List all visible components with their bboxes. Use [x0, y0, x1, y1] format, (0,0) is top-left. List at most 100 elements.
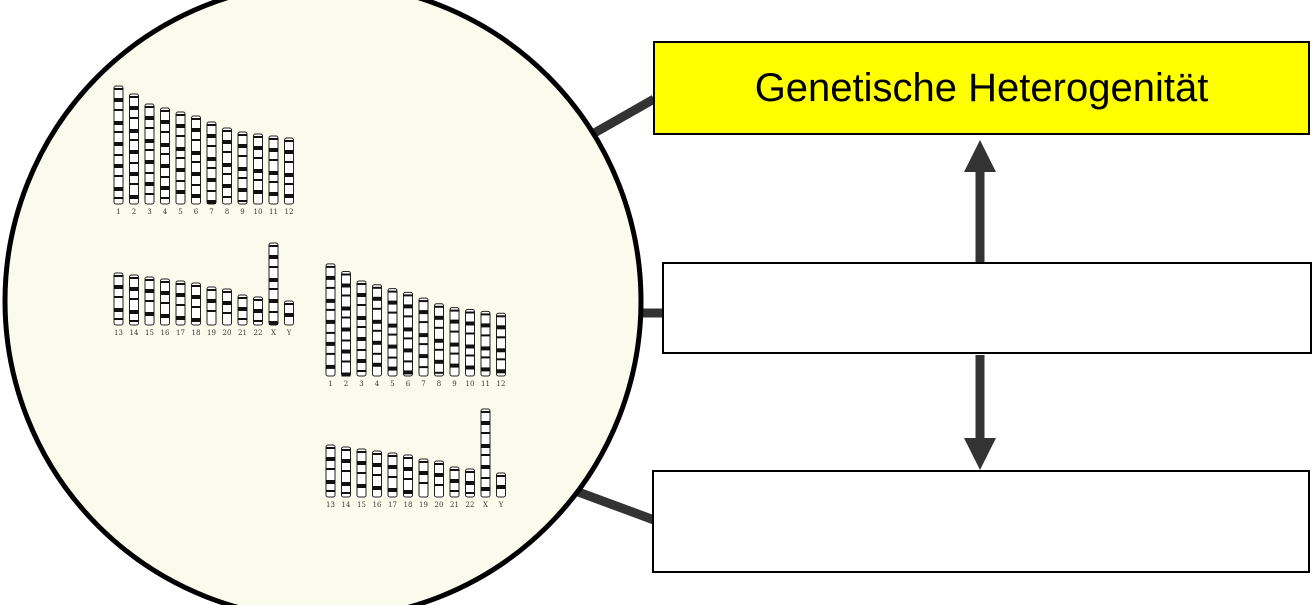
chromosome-number: 8	[225, 208, 229, 216]
chromosome-number: 11	[481, 380, 490, 388]
chromosome-number: 15	[357, 501, 366, 509]
chromosome	[253, 296, 263, 326]
chromosome-number: 7	[209, 208, 213, 216]
chromosome-number: 16	[161, 329, 170, 337]
chromosome-number: 19	[419, 501, 428, 509]
chromosome	[356, 280, 367, 377]
chromosome	[160, 107, 170, 205]
chromosome	[175, 111, 186, 205]
chromosome	[325, 263, 336, 377]
chromosome-number: 16	[373, 501, 382, 509]
box-heterogeneity	[653, 41, 1310, 135]
chromosome	[113, 85, 124, 205]
chromosome	[129, 274, 139, 326]
chromosome-number: 7	[421, 380, 425, 388]
chromosome-number: 18	[192, 329, 201, 337]
chromosome-number: 17	[176, 329, 185, 337]
chromosome-number: 21	[238, 329, 247, 337]
chromosome	[284, 137, 294, 205]
chromosome-number: 5	[178, 208, 182, 216]
chromosome-number: 1	[116, 208, 120, 216]
chromosome	[144, 276, 155, 326]
chromosome	[129, 93, 139, 205]
chromosome-number: 21	[450, 501, 459, 509]
chromosome	[160, 278, 170, 326]
chromosome	[237, 294, 248, 326]
chromosome-number: 1	[328, 380, 332, 388]
chromosome	[268, 242, 279, 326]
chromosome	[175, 280, 186, 326]
chromosome-number: 17	[388, 501, 397, 509]
chromosome-number: X	[483, 501, 488, 509]
arrow-up	[964, 140, 996, 262]
chromosome-number: 11	[269, 208, 278, 216]
chromosome	[268, 135, 279, 205]
chromosome	[387, 288, 398, 377]
chromosome-number: 20	[223, 329, 232, 337]
arrow-down	[964, 355, 996, 470]
chromosome	[449, 466, 460, 498]
chromosome	[113, 272, 124, 326]
chromosome-number: 12	[497, 380, 506, 388]
chromosome	[434, 460, 444, 498]
chromosome	[449, 307, 460, 377]
chromosome	[465, 309, 475, 377]
chromosome-number: 13	[114, 329, 123, 337]
box-empty-middle	[662, 262, 1312, 354]
chromosome-number: 5	[390, 380, 394, 388]
karyotype-circle	[2, 0, 644, 605]
chromosome	[465, 468, 475, 498]
chromosome-number: 4	[375, 380, 380, 388]
chromosome-number: 14	[342, 501, 351, 509]
chromosome	[403, 454, 413, 498]
chromosome	[191, 282, 201, 326]
chromosome-number: 10	[466, 380, 475, 388]
chromosome	[341, 446, 351, 498]
chromosome	[418, 458, 429, 498]
box-empty-bottom	[652, 470, 1310, 573]
chromosome-number: 3	[147, 208, 151, 216]
chromosome	[372, 284, 382, 377]
chromosome-number: 9	[240, 208, 244, 216]
chromosome-number: 12	[285, 208, 294, 216]
chromosome	[418, 297, 429, 377]
chromosome-number: Y	[286, 329, 292, 337]
chromosome	[253, 133, 263, 205]
chromosome-number: 19	[207, 329, 216, 337]
chromosome	[206, 286, 217, 326]
chromosome-number: 15	[145, 329, 154, 337]
chromosome-number: 10	[254, 208, 263, 216]
chromosome-number: 6	[406, 380, 411, 388]
chromosome	[480, 408, 491, 498]
chromosome-number: 13	[326, 501, 335, 509]
chromosome	[480, 310, 491, 377]
chromosome	[284, 300, 294, 326]
chromosome-number: 3	[359, 380, 363, 388]
chromosome-number: 2	[344, 380, 348, 388]
chromosome	[237, 131, 248, 205]
chromosome-number: 22	[254, 329, 263, 337]
chromosome-number: 4	[163, 208, 168, 216]
chromosome	[372, 450, 382, 498]
chromosome	[403, 291, 413, 377]
chromosome-number: 22	[466, 501, 475, 509]
chromosome-number: X	[271, 329, 276, 337]
chromosome	[387, 452, 398, 498]
chromosome-number: 18	[404, 501, 413, 509]
chromosome	[356, 448, 367, 498]
chromosome-number: 20	[435, 501, 444, 509]
chromosome	[191, 115, 201, 205]
chromosome-number: 9	[452, 380, 456, 388]
chromosome-number: 14	[130, 329, 139, 337]
chromosome	[496, 472, 506, 498]
chromosome	[206, 121, 217, 205]
chromosome	[434, 303, 444, 377]
chromosome	[222, 127, 232, 205]
chromosome	[496, 312, 506, 377]
chromosome-number: 2	[132, 208, 136, 216]
chromosome	[222, 288, 232, 326]
chromosome-number: 6	[194, 208, 199, 216]
chromosome-number: 8	[437, 380, 441, 388]
